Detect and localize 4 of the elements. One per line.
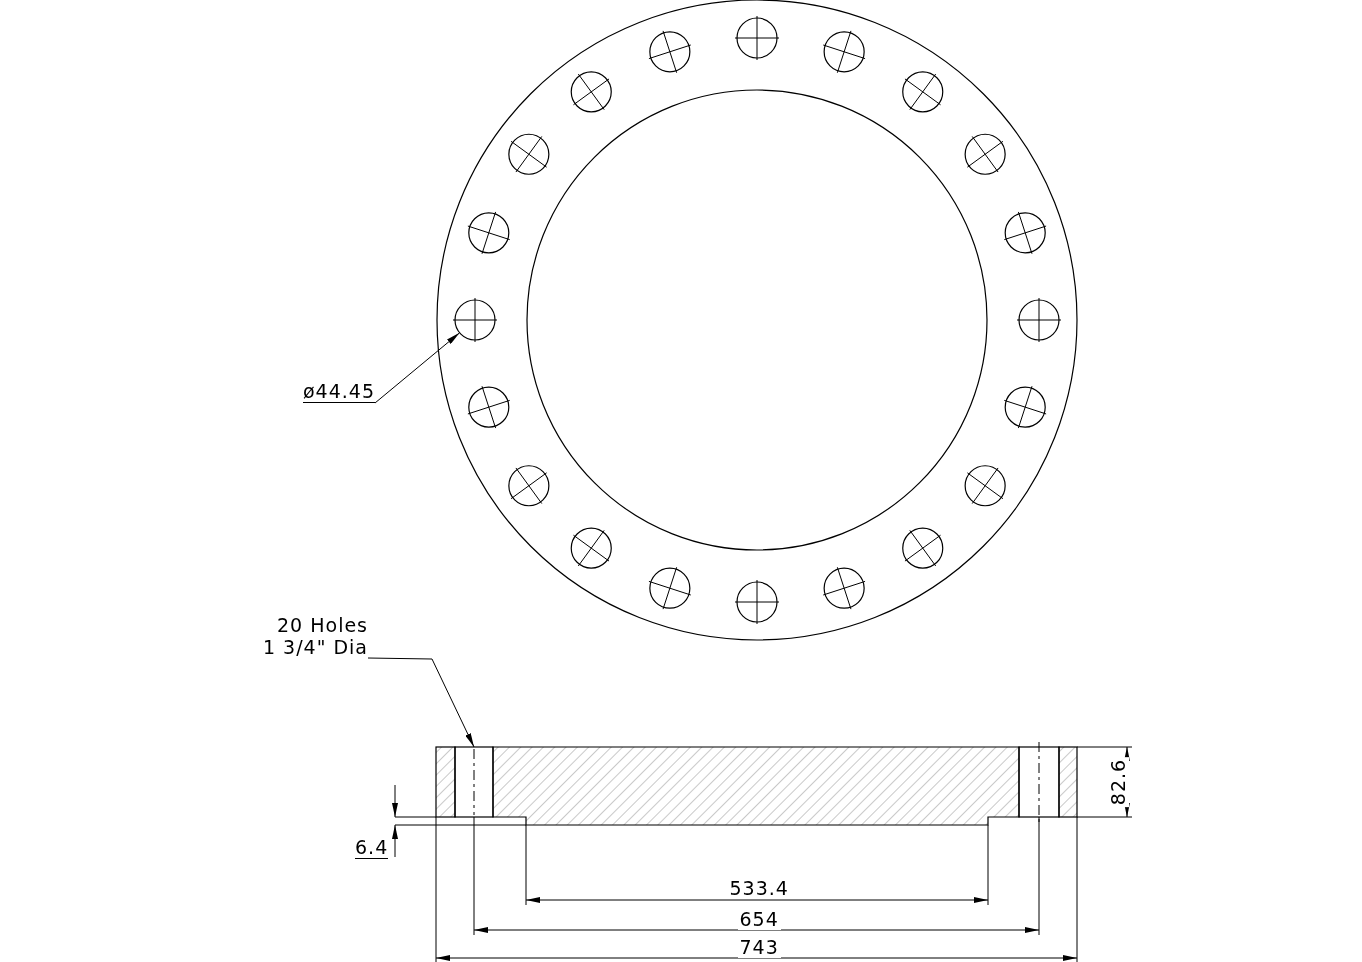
leader-line bbox=[367, 657, 475, 748]
leader-line bbox=[374, 332, 461, 404]
bolt-hole-section bbox=[454, 746, 494, 818]
bolt-hole bbox=[452, 297, 498, 343]
